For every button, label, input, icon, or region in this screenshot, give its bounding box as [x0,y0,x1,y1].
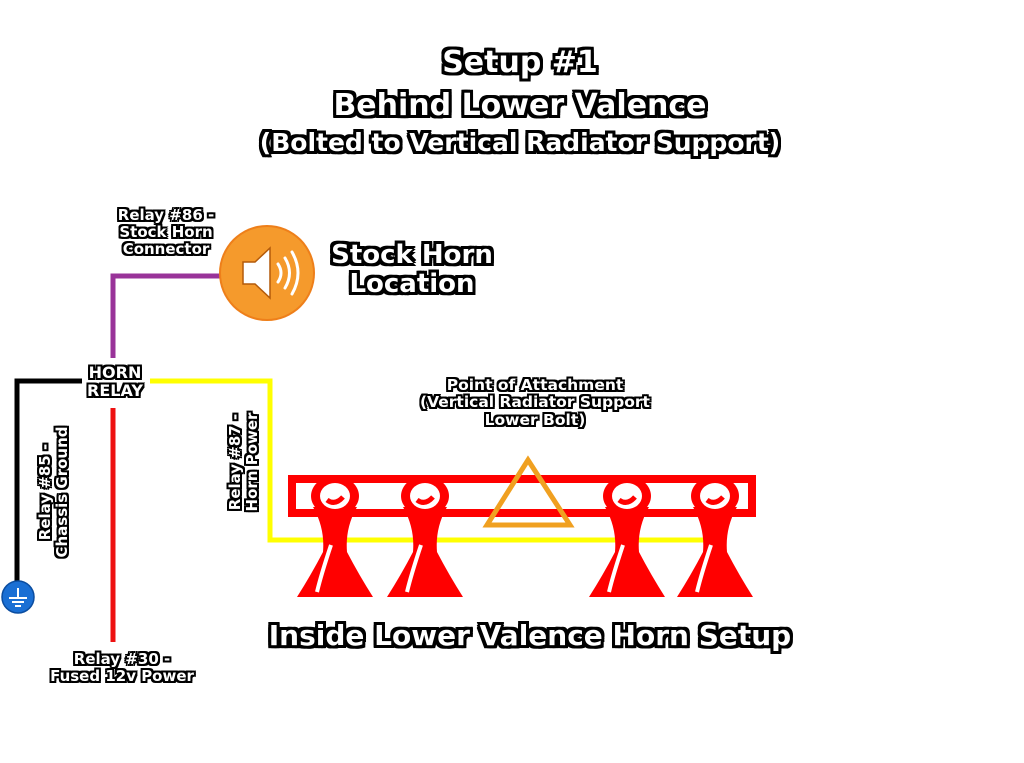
attachment-label: Point of Attachment (Vertical Radiator S… [395,376,675,429]
horn-relay-label-line-2: RELAY [87,380,143,400]
attachment-point-icon [482,455,575,528]
wire-relay87 [150,378,705,543]
stock-horn-label-line-2: Location [349,269,475,300]
relay87-label: Relay #87 - Horn Power [226,387,267,537]
relay87-label-line-1: Relay #87 - [226,413,244,511]
stock-horn-label: Stock Horn Location [322,240,502,300]
ground-icon [1,580,35,614]
relay85-label-line-2: Chassis Ground [52,426,71,558]
wire-relay86 [110,273,230,358]
relay30-label-line-2: Fused 12v Power [50,666,194,685]
horn-mount-rail [288,475,756,517]
title-line-3: (Bolted to Vertical Radiator Support) [259,128,781,157]
horn-relay-label: HORN RELAY [70,364,160,400]
relay85-label-line-1: Relay #85 - [36,443,54,541]
relay86-label-line-1: Relay #86 - [117,206,215,224]
relay86-label: Relay #86 - Stock Horn Connector [96,207,236,257]
horn-setup-caption: Inside Lower Valence Horn Setup [268,619,792,652]
horn-group [297,476,753,597]
attachment-label-line-1: Point of Attachment [446,376,624,394]
relay87-label-line-2: Horn Power [242,412,261,512]
relay30-label-line-1: Relay #30 - [73,650,171,668]
horn-1 [297,476,373,597]
horn-4 [677,476,753,597]
relay30-label: Relay #30 - Fused 12v Power [22,651,222,685]
attachment-label-line-2: (Vertical Radiator Support [420,393,650,412]
relay85-label: Relay #85 - Chassis Ground [36,397,77,587]
relay86-label-line-2: Stock Horn [119,222,213,241]
attachment-label-line-3: Lower Bolt) [484,410,586,429]
speaker-icon [219,225,315,321]
horn-3 [589,476,665,597]
horn-2 [387,476,463,597]
relay86-label-line-3: Connector [122,239,210,258]
horn-relay-label-line-1: HORN [88,363,142,382]
title-line-1: Setup #1 [442,45,598,80]
wire-relay85 [14,378,82,585]
stock-horn-label-line-1: Stock Horn [331,240,493,270]
title-line-2: Behind Lower Valence [333,88,707,123]
